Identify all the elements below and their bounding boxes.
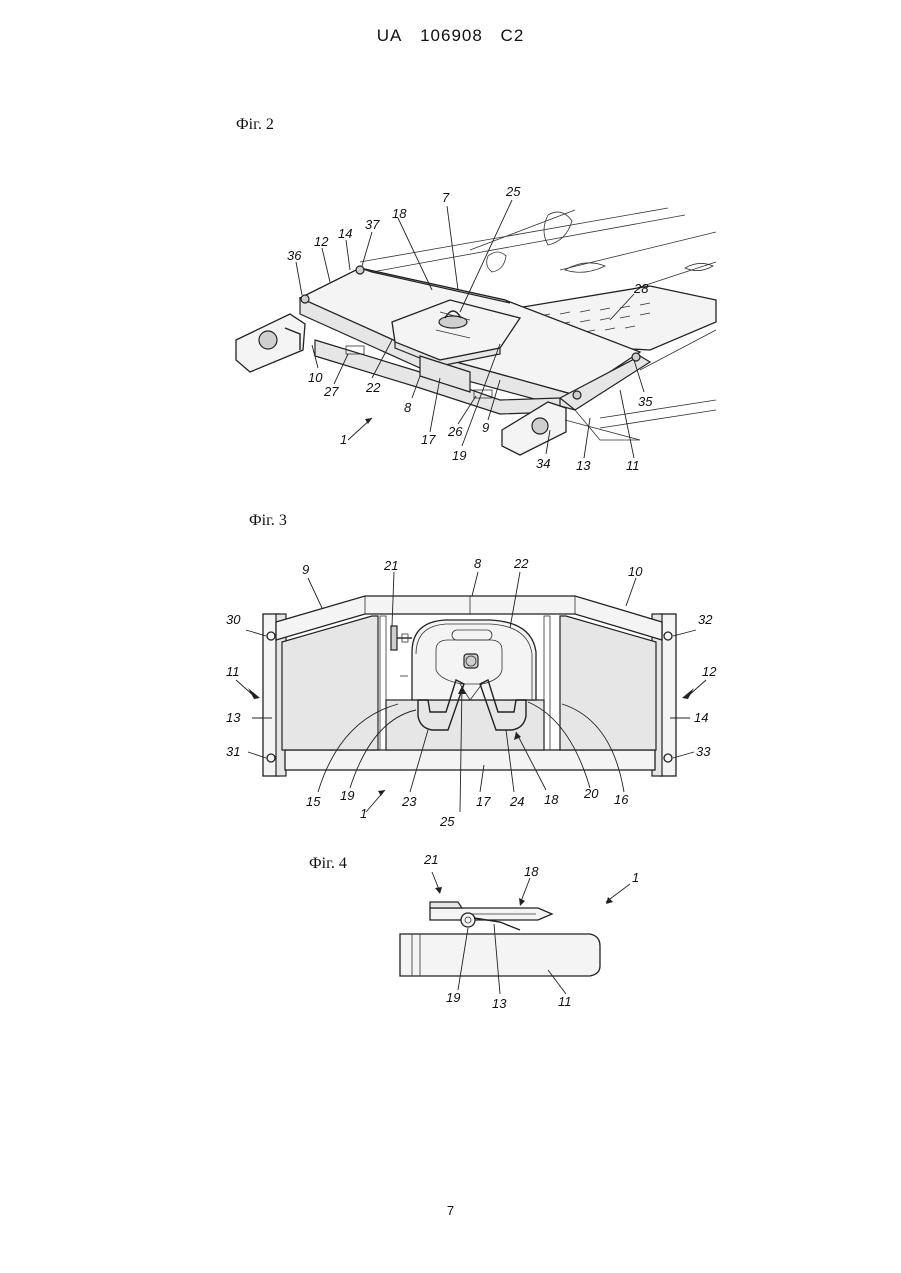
fig2-label: 19 xyxy=(452,448,466,463)
fig2-label: 8 xyxy=(404,400,412,415)
figure-4-drawing: 21 18 1 19 13 11 xyxy=(400,852,639,1011)
fig2-label: 28 xyxy=(633,281,649,296)
fig2-label: 18 xyxy=(392,206,407,221)
page-number: 7 xyxy=(0,1203,901,1218)
fig3-label: 1 xyxy=(360,806,367,821)
fig3-label: 11 xyxy=(226,664,240,679)
fig2-label: 22 xyxy=(365,380,381,395)
fig2-label: 9 xyxy=(482,420,489,435)
fig4-label: 13 xyxy=(492,996,507,1011)
fig3-label: 30 xyxy=(226,612,241,627)
fig3-label: 21 xyxy=(383,558,398,573)
fig4-label: 1 xyxy=(632,870,639,885)
fig2-label: 35 xyxy=(638,394,653,409)
fig3-label: 16 xyxy=(614,792,629,807)
fig3-label: 19 xyxy=(340,788,354,803)
fig3-label: 31 xyxy=(226,744,240,759)
fig3-label: 18 xyxy=(544,792,559,807)
fig3-label: 8 xyxy=(474,556,482,571)
fig2-label: 13 xyxy=(576,458,591,473)
fig3-label: 23 xyxy=(401,794,417,809)
fig3-label: 22 xyxy=(513,556,529,571)
figure-3-drawing: 9 21 8 22 10 30 32 11 12 13 14 31 33 15 … xyxy=(226,556,717,829)
fig2-label: 26 xyxy=(447,424,463,439)
fig4-label: 11 xyxy=(558,994,572,1009)
fig4-label: 21 xyxy=(423,852,438,867)
fig2-label: 12 xyxy=(314,234,329,249)
fig2-label: 25 xyxy=(505,184,521,199)
fig4-label: 19 xyxy=(446,990,460,1005)
fig2-label: 10 xyxy=(308,370,323,385)
fig2-label: 14 xyxy=(338,226,352,241)
fig4-label: 18 xyxy=(524,864,539,879)
fig2-label: 34 xyxy=(536,456,550,471)
fig2-label: 36 xyxy=(287,248,302,263)
figure-2-drawing: 7 25 18 37 14 12 36 28 10 27 22 8 17 26 … xyxy=(236,184,716,473)
fig2-label: 7 xyxy=(442,190,450,205)
fig3-label: 13 xyxy=(226,710,241,725)
fig2-label: 17 xyxy=(421,432,436,447)
fig2-label: 27 xyxy=(323,384,339,399)
fig3-label: 25 xyxy=(439,814,455,829)
fig3-label: 14 xyxy=(694,710,708,725)
fig3-label: 24 xyxy=(509,794,524,809)
fig3-label: 15 xyxy=(306,794,321,809)
fig2-label: 37 xyxy=(365,217,380,232)
fig2-label: 11 xyxy=(626,458,640,473)
fig3-label: 12 xyxy=(702,664,717,679)
fig3-label: 33 xyxy=(696,744,711,759)
fig3-label: 9 xyxy=(302,562,309,577)
fig3-label: 17 xyxy=(476,794,491,809)
fig2-label: 1 xyxy=(340,432,347,447)
fig3-label: 10 xyxy=(628,564,643,579)
fig3-label: 20 xyxy=(583,786,599,801)
fig3-label: 32 xyxy=(698,612,713,627)
